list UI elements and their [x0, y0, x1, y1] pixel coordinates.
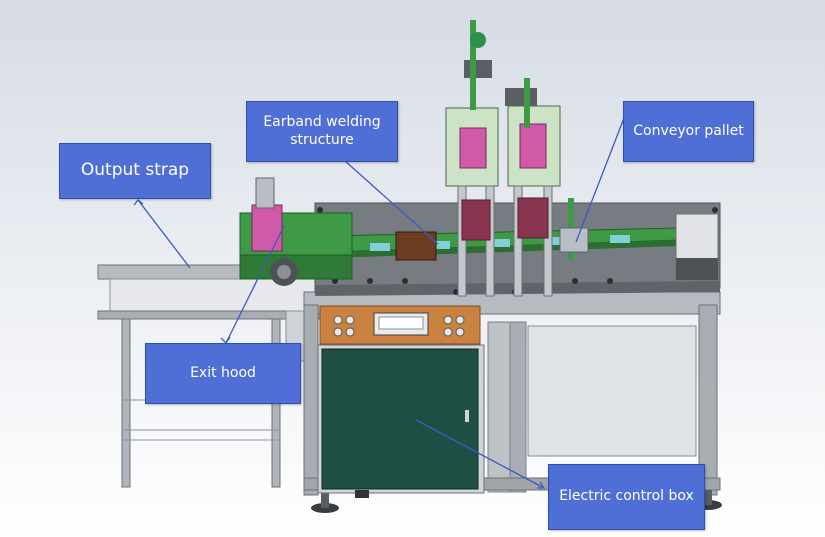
control-cabinet	[317, 344, 485, 498]
welding-head-right	[505, 78, 561, 297]
exit-hood-label: Exit hood	[145, 343, 301, 404]
operator-panel	[319, 305, 481, 345]
output-strap-arrowhead	[133, 199, 144, 206]
earband-welding-structure-label: Earband welding structure	[246, 101, 398, 162]
electric-box-arrowhead	[537, 481, 546, 489]
pointer-lines	[133, 117, 625, 489]
electric-box-pointer	[415, 419, 545, 489]
exit-hood-pointer	[225, 225, 285, 344]
earband-welding-pointer	[343, 159, 439, 245]
conveyor-pallet-pointer	[575, 117, 625, 243]
welding-head-left	[445, 20, 499, 297]
conveyor-rail	[239, 177, 681, 286]
electric-control-box-label: Electric control box	[548, 464, 705, 530]
output-strap-label: Output strap	[59, 143, 211, 199]
conveyor-pallet-label: Conveyor pallet	[623, 101, 754, 162]
output-strap-pointer	[137, 199, 191, 269]
main-frame	[303, 291, 722, 513]
right-station	[559, 198, 719, 281]
